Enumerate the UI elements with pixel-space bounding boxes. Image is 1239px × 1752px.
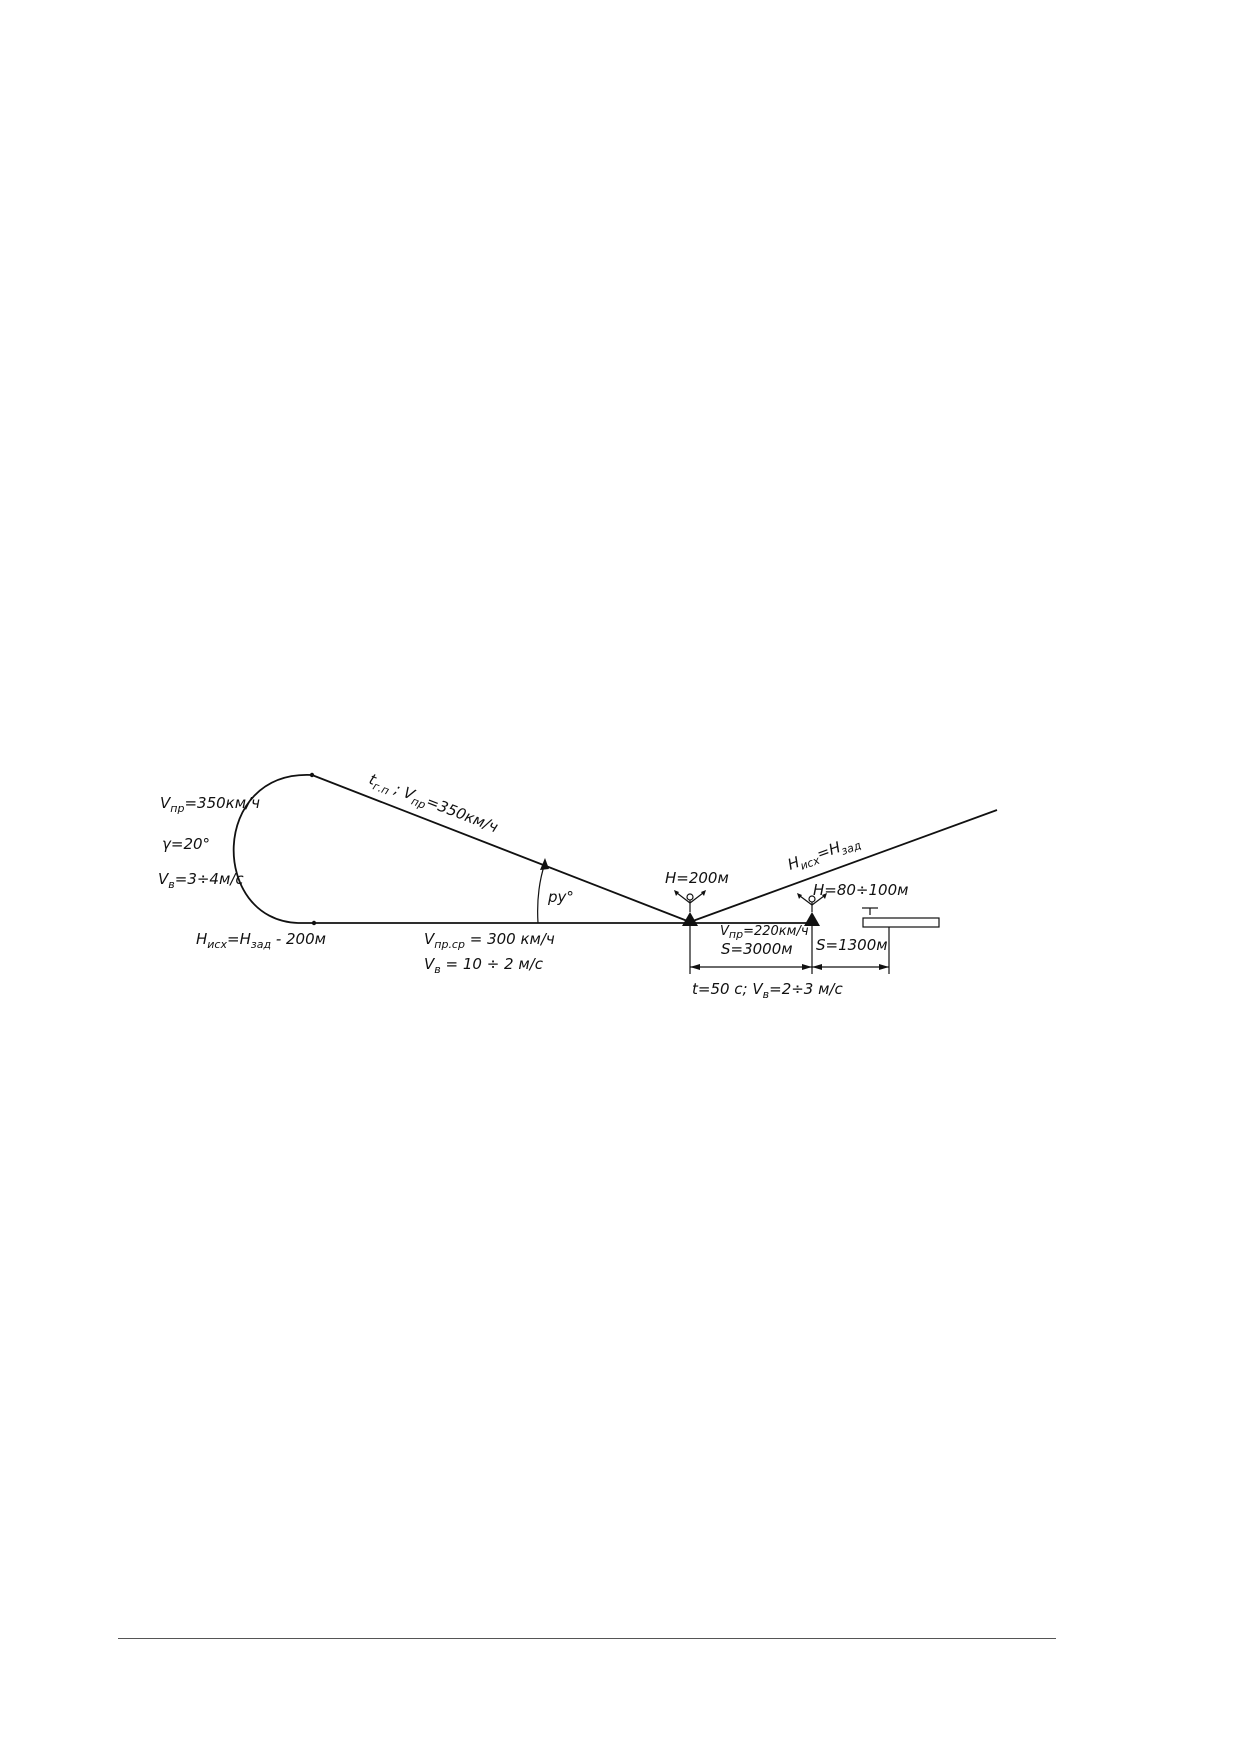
runway (862, 917, 940, 928)
approach-speed-label: Vпр.ср = 300 км/ч (424, 930, 555, 951)
climbout-line (689, 809, 998, 923)
distance-dimension-lines (689, 926, 890, 974)
time-vertical-speed-label: t=50 с; Vв=2÷3 м/с (692, 980, 843, 1001)
loop-speed-label: Vпр=350км/ч (160, 794, 260, 815)
outer-distance-label: S=3000м (721, 940, 793, 958)
initial-height-label: Hисх=Hзад - 200м (196, 930, 326, 951)
intercept-angle-arc (537, 862, 546, 924)
outbound-leg-line (311, 774, 691, 923)
intercept-angle-label: ру° (547, 888, 574, 906)
footer-rule (118, 1638, 1056, 1639)
bank-angle-label: γ=20° (162, 835, 210, 853)
outer-marker-height-label: H=200м (665, 869, 729, 887)
loop-vertical-speed-label: Vв=3÷4м/с (158, 870, 244, 891)
climbout-height-label: Hисх=Hзад (785, 831, 863, 876)
runway-threshold-icon (862, 907, 878, 915)
loop-end-dot (311, 920, 317, 926)
inner-marker-height-label: H=80÷100м (813, 881, 908, 899)
intercept-angle-arrow (540, 858, 549, 870)
procedure-turn-loop (232, 774, 313, 924)
approach-vertical-speed-label: Vв = 10 ÷ 2 м/с (424, 955, 544, 976)
inner-distance-label: S=1300м (816, 936, 888, 954)
final-speed-label: Vпр=220км/ч (720, 924, 809, 941)
inner-marker-beacon-icon (797, 893, 827, 926)
outer-marker-beacon-icon (674, 890, 706, 926)
loop-start-dot (309, 772, 315, 778)
